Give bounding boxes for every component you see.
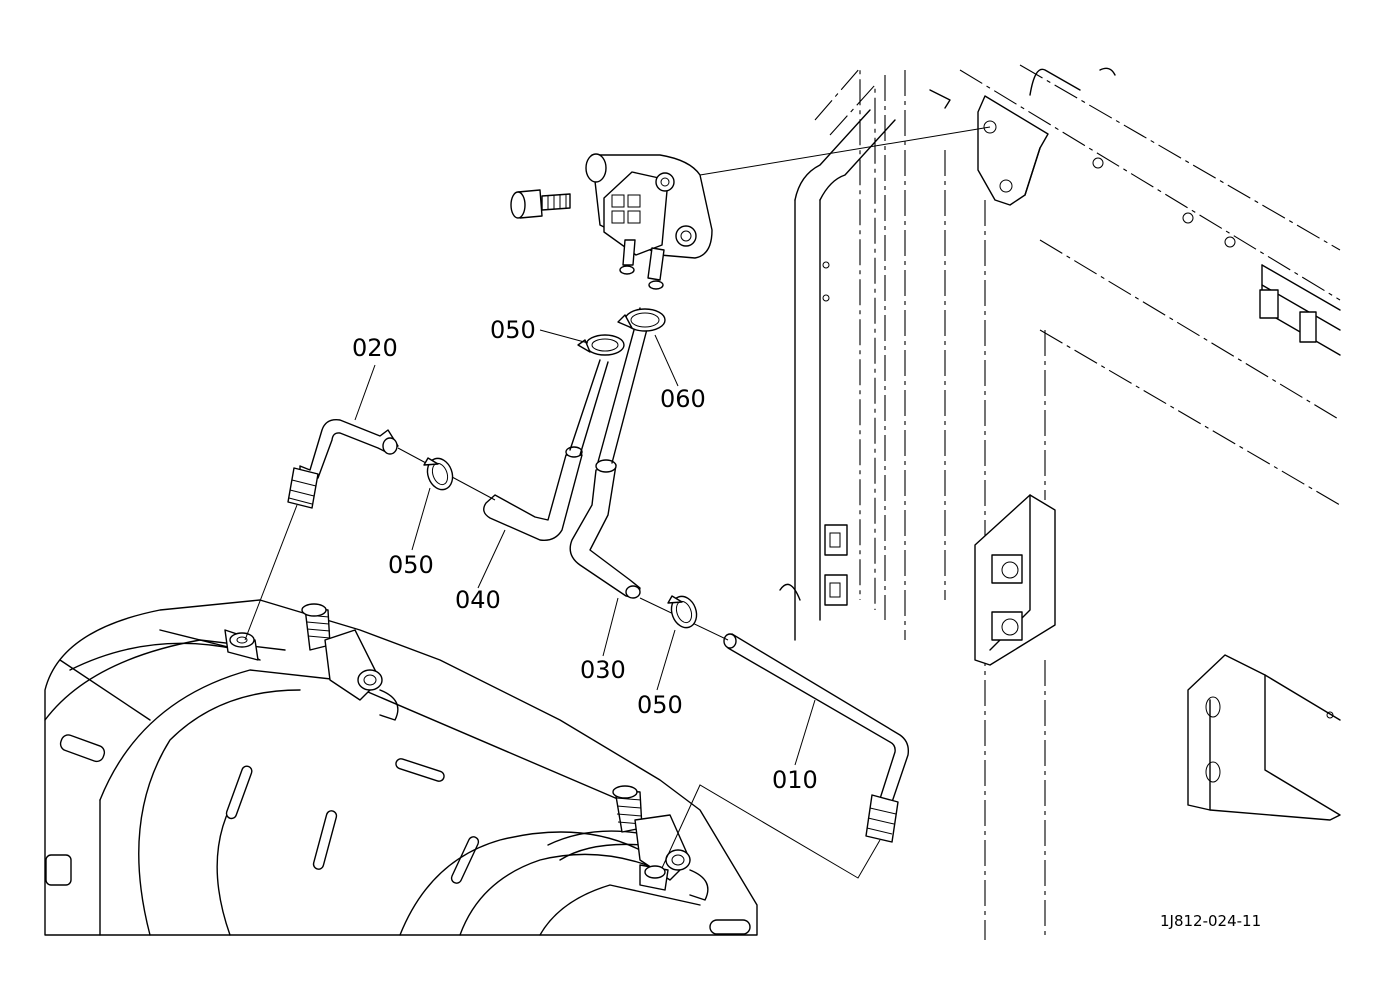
pipe-020	[287, 419, 496, 509]
pressure-sensor	[585, 153, 713, 290]
callout-050-top: 050	[490, 316, 536, 344]
mounting-bracket	[977, 95, 1049, 206]
angle-bracket	[1187, 654, 1341, 821]
hose-clamp-050-left	[423, 457, 454, 491]
callout-060: 060	[660, 385, 706, 413]
drawing-code: 1J812-024-11	[1160, 912, 1261, 930]
mounting-bolt	[510, 189, 571, 219]
callout-030: 030	[580, 656, 626, 684]
hose-040	[483, 359, 609, 541]
hose-clamp-050-top	[577, 334, 625, 356]
callout-020: 020	[352, 334, 398, 362]
hose-clamp-060	[617, 308, 666, 332]
hose-030	[569, 307, 653, 599]
callout-040: 040	[455, 586, 501, 614]
dpf-sensor-boss-lower	[612, 785, 709, 901]
hose-clamp-050-bottom	[667, 595, 698, 629]
pipe-010	[639, 597, 910, 843]
dpf-sensor-boss-upper	[224, 603, 399, 721]
nut-plate	[974, 494, 1056, 666]
callout-010: 010	[772, 766, 818, 794]
callout-050-left: 050	[388, 551, 434, 579]
callout-leaders	[354, 329, 816, 766]
leader-pipe-010-to-port	[661, 784, 881, 879]
leader-pipe-020-to-port	[244, 504, 298, 641]
callout-050-bottom: 050	[637, 691, 683, 719]
alignment-line-bolt-to-bracket	[699, 126, 991, 176]
exhaust-dpf-body	[44, 599, 758, 936]
